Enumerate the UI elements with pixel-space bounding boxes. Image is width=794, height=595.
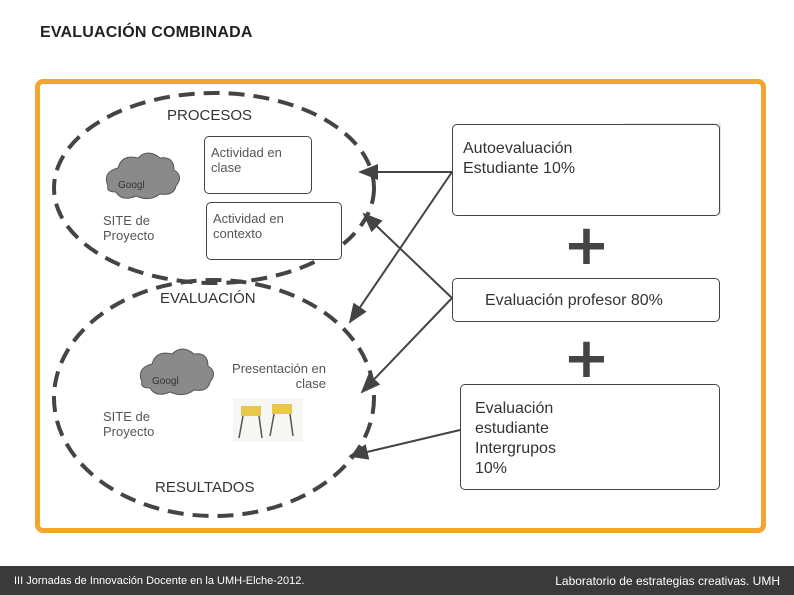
intergrupos-box: Evaluación estudiante Intergrupos 10% bbox=[460, 384, 720, 490]
autoevaluacion-box: Autoevaluación Estudiante 10% bbox=[452, 124, 720, 216]
actividad-clase-box: Actividad en clase bbox=[204, 136, 312, 194]
footer-right-text: Laboratorio de estrategias creativas. UM… bbox=[555, 574, 780, 588]
actividad-clase-text: Actividad en clase bbox=[211, 145, 282, 175]
actividad-contexto-text: Actividad en contexto bbox=[213, 211, 284, 241]
actividad-contexto-box: Actividad en contexto bbox=[206, 202, 342, 260]
intergrupos-text: Evaluación estudiante Intergrupos 10% bbox=[475, 400, 556, 477]
evaluacion-label: EVALUACIÓN bbox=[160, 290, 256, 307]
evaluacion-profesor-box: Evaluación profesor 80% bbox=[452, 278, 720, 322]
resultados-label: RESULTADOS bbox=[155, 479, 255, 496]
presentacion-clase-text: Presentación en clase bbox=[232, 361, 326, 391]
plus-sign-bottom: + bbox=[563, 326, 610, 391]
footer-bar: III Jornadas de Innovación Docente en la… bbox=[0, 566, 794, 595]
site-proyecto-bottom: SITE de Proyecto bbox=[103, 409, 155, 439]
orange-frame bbox=[35, 79, 766, 533]
autoevaluacion-text: Autoevaluación Estudiante 10% bbox=[463, 140, 576, 177]
footer-left-text: III Jornadas de Innovación Docente en la… bbox=[14, 575, 305, 587]
evaluacion-profesor-text: Evaluación profesor 80% bbox=[485, 292, 663, 309]
plus-sign-top: + bbox=[563, 213, 610, 278]
logo-text-top: Googl bbox=[118, 180, 145, 191]
logo-text-bottom: Googl bbox=[152, 376, 179, 387]
site-proyecto-top: SITE de Proyecto bbox=[103, 213, 155, 243]
procesos-label: PROCESOS bbox=[167, 107, 253, 124]
slide-title: EVALUACIÓN COMBINADA bbox=[40, 24, 253, 41]
